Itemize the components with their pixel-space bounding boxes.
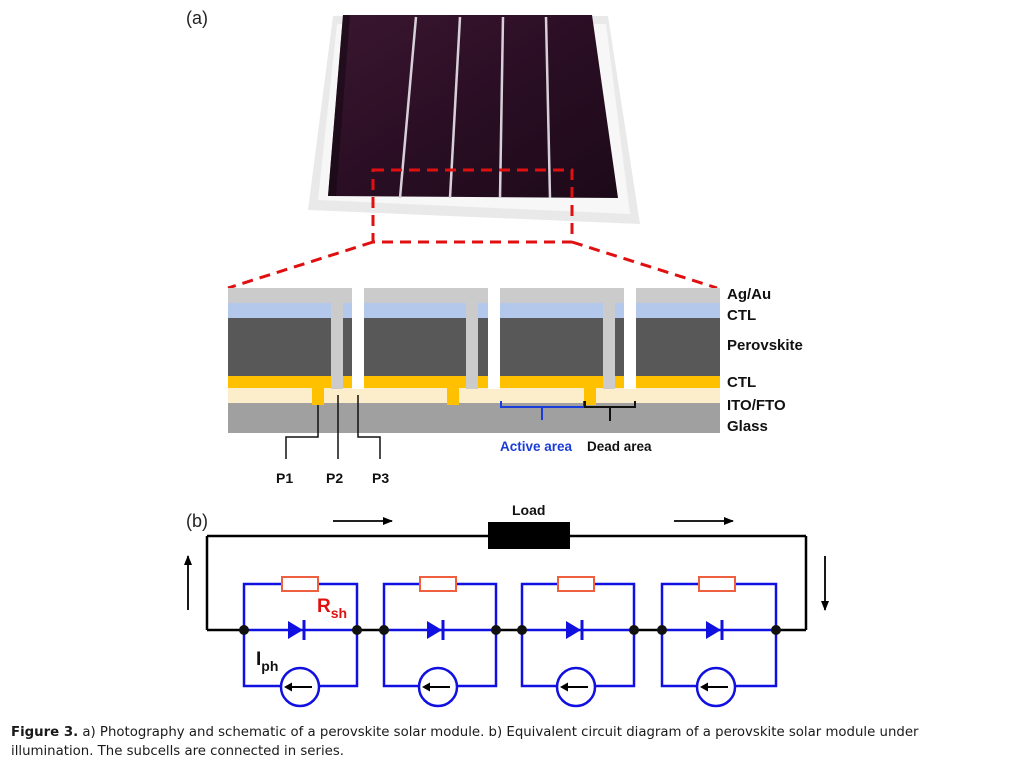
shunt-resistor: [557, 576, 595, 592]
diode-icon: [288, 621, 303, 639]
iph-label: Iph: [256, 649, 278, 674]
layer-label-metal: Ag/Au: [727, 286, 771, 303]
rsh-label: Rsh: [317, 596, 347, 621]
layer-label-ito: ITO/FTO: [727, 397, 786, 414]
module-photo: [308, 15, 640, 224]
dead-area-label: Dead area: [587, 439, 652, 454]
diode-icon: [706, 621, 721, 639]
subcell-4: [657, 576, 781, 708]
panel-label-b: (b): [186, 511, 208, 531]
subcell-2: [379, 576, 501, 708]
diode-icon: [427, 621, 442, 639]
layer-stack: [228, 286, 720, 433]
shunt-resistor: [419, 576, 457, 592]
zoom-indicator: [227, 168, 718, 290]
subcell-1: [239, 576, 362, 708]
caption-text: a) Photography and schematic of a perovs…: [11, 725, 919, 759]
scribe-label-p1: P1: [276, 470, 293, 486]
ito-layer: [228, 388, 720, 403]
layer-label-glass: Glass: [727, 418, 768, 435]
shunt-resistor: [698, 576, 736, 592]
caption-label: Figure 3.: [11, 725, 79, 740]
figure-caption: Figure 3. a) Photography and schematic o…: [11, 723, 1001, 761]
scribe-leaders: [285, 395, 381, 459]
load-label: Load: [512, 502, 545, 518]
panel-label-a: (a): [186, 8, 208, 28]
shunt-resistor: [281, 576, 319, 592]
glass-layer: [228, 403, 720, 433]
active-area-label: Active area: [500, 439, 573, 454]
layer-label-ctl-top: CTL: [727, 307, 756, 324]
load-resistor: [488, 522, 570, 549]
metal-layer: [228, 288, 720, 303]
diode-icon: [566, 621, 581, 639]
layer-label-perovskite: Perovskite: [727, 337, 803, 354]
current-arrows: [184, 517, 829, 611]
dead-area-bracket: [584, 401, 636, 421]
scribe-label-p3: P3: [372, 470, 389, 486]
scribe-label-p2: P2: [326, 470, 343, 486]
layer-label-ctl-bottom: CTL: [727, 374, 756, 391]
subcell-3: [517, 576, 639, 708]
